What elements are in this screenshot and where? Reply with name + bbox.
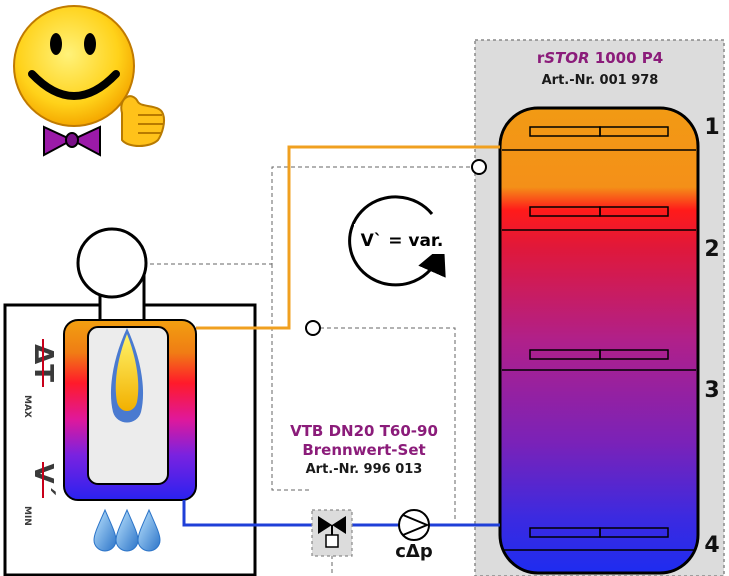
svg-text:MAX: MAX — [22, 395, 32, 418]
return-pipe — [182, 500, 500, 527]
v-min-label: V´ MIN — [22, 462, 58, 526]
storage-tank-group: rSTOR 1000 P4 Art.-Nr. 001 978 1 2 3 4 — [474, 39, 725, 576]
storage-tank-article: Art.-Nr. 001 978 — [542, 73, 659, 88]
zone-label-3: 3 — [704, 378, 719, 403]
pump-label: cΔp — [395, 541, 433, 562]
rotation-arrow-icon — [348, 195, 446, 287]
set-article: Art.-Nr. 996 013 — [306, 462, 423, 477]
svg-text:MIN: MIN — [22, 506, 32, 526]
zone-label-2: 2 — [704, 237, 719, 262]
pump-icon — [398, 509, 430, 541]
boiler-group: ΔT MAX V´ MIN — [3, 227, 257, 576]
smiley-thumbs-up-icon — [13, 5, 166, 157]
set-subtitle: Brennwert-Set — [302, 441, 425, 459]
zone-label-1: 1 — [704, 115, 719, 140]
storage-tank-name: rSTOR 1000 P4 — [537, 49, 663, 67]
valve-icon — [311, 509, 353, 557]
delta-t-max-label: ΔT MAX — [22, 339, 58, 418]
water-drops-icon — [93, 508, 161, 552]
set-labels: VTB DN20 T60-90 Brennwert-Set Art.-Nr. 9… — [290, 422, 438, 477]
control-lines — [143, 166, 476, 576]
fan-circle — [76, 227, 148, 299]
supply-pipe — [196, 145, 500, 330]
set-name: VTB DN20 T60-90 — [290, 422, 438, 440]
flow-label: V` = var. — [361, 231, 444, 251]
sensor-icon — [305, 320, 321, 336]
storage-tank-body — [498, 106, 700, 575]
sensor-icon — [471, 159, 487, 175]
tank-layer-separators — [502, 126, 696, 551]
zone-label-4: 4 — [704, 533, 719, 558]
